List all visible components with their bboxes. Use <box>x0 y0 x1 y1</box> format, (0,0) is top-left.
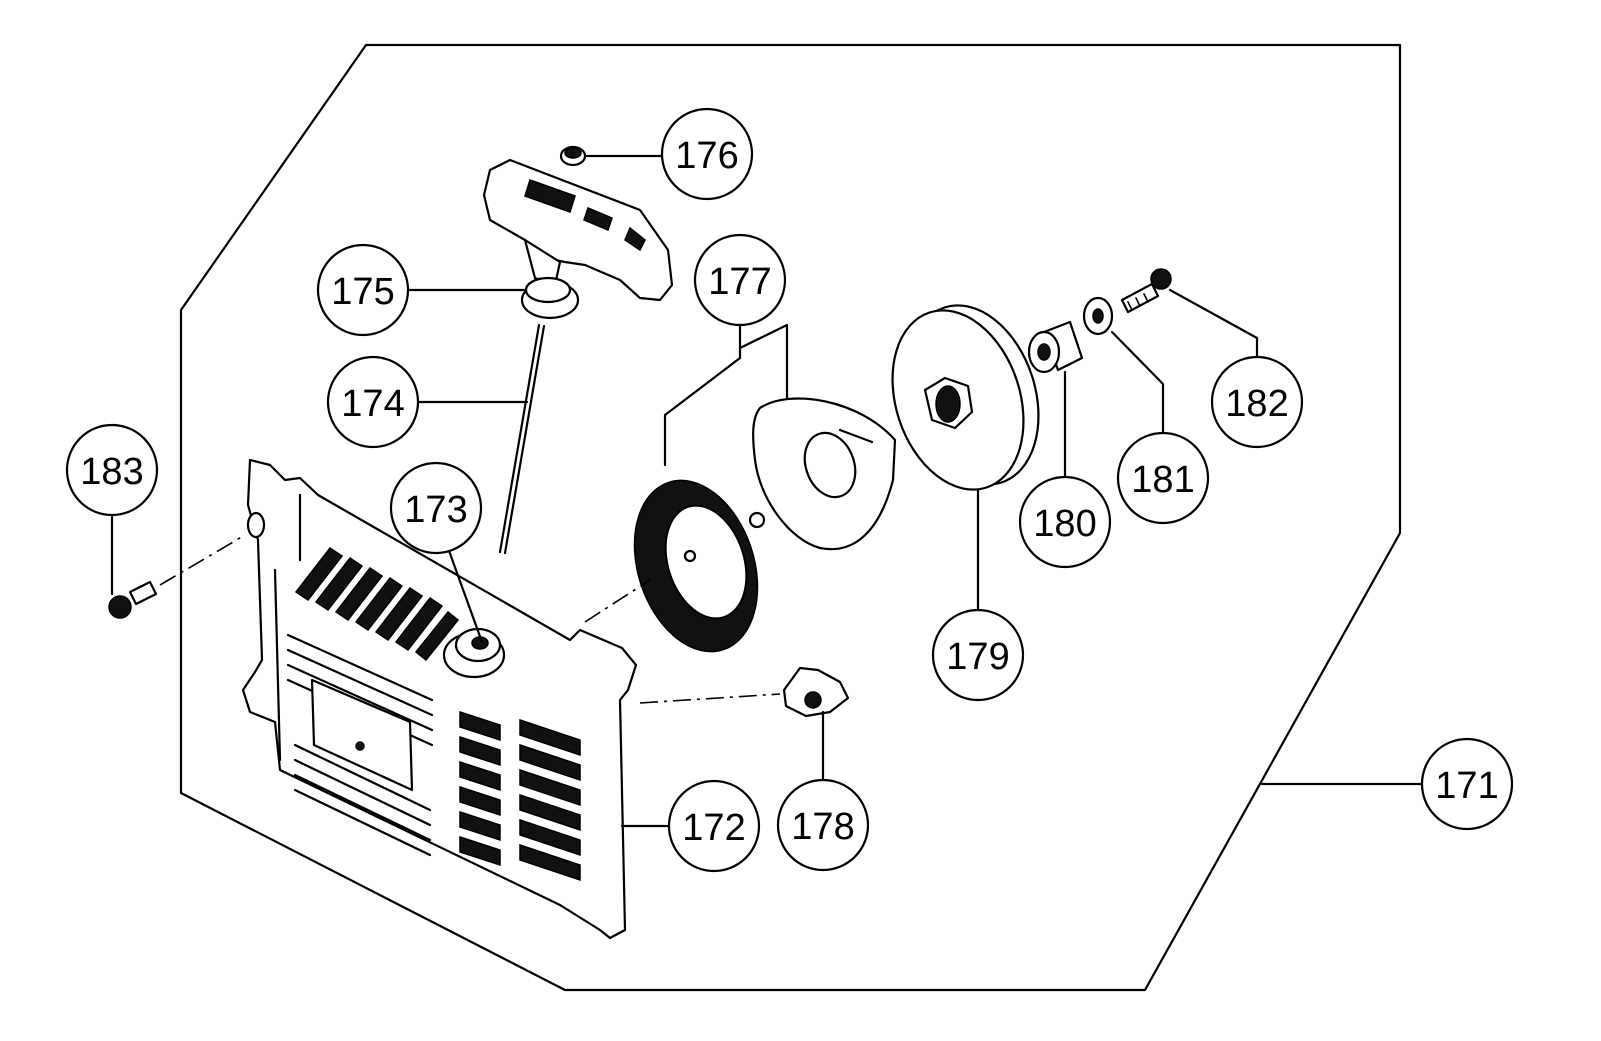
starter-cover-172 <box>241 458 638 940</box>
starter-rope-174 <box>498 323 546 555</box>
svg-text:173: 173 <box>404 489 467 531</box>
svg-text:172: 172 <box>682 807 745 849</box>
callout-182: 182 <box>1210 355 1304 449</box>
svg-text:179: 179 <box>946 636 1009 678</box>
callout-179: 179 <box>931 608 1025 702</box>
pawl-178 <box>639 666 850 718</box>
rope-guide-173 <box>442 627 506 679</box>
svg-text:171: 171 <box>1435 765 1498 807</box>
callout-171: 171 <box>1420 737 1514 831</box>
collar-180 <box>1027 320 1084 374</box>
callout-174: 174 <box>326 355 420 449</box>
callout-175: 175 <box>316 243 410 337</box>
assembly-outline <box>179 43 1402 992</box>
callout-176: 176 <box>660 107 754 201</box>
washer-181 <box>1082 296 1114 336</box>
screw-183 <box>108 534 246 619</box>
rope-pulley-179 <box>891 304 1040 491</box>
svg-text:181: 181 <box>1131 459 1194 501</box>
svg-text:183: 183 <box>80 451 143 493</box>
leader-lines <box>110 154 1424 828</box>
callout-180: 180 <box>1018 475 1112 569</box>
svg-text:180: 180 <box>1033 503 1096 545</box>
callout-172: 172 <box>667 779 761 873</box>
right-vents <box>459 710 581 882</box>
callout-181: 181 <box>1116 431 1210 525</box>
svg-text:177: 177 <box>708 261 771 303</box>
svg-text:178: 178 <box>791 806 854 848</box>
callout-178: 178 <box>776 778 870 872</box>
plug-176 <box>559 145 587 167</box>
svg-text:182: 182 <box>1225 383 1288 425</box>
svg-text:176: 176 <box>675 135 738 177</box>
starter-handle-175 <box>482 158 674 320</box>
spring-case-177 <box>633 479 766 653</box>
spring-cover-177 <box>752 397 897 551</box>
screw-182 <box>1120 268 1172 314</box>
callout-173: 173 <box>389 461 483 555</box>
svg-text:175: 175 <box>331 271 394 313</box>
svg-text:174: 174 <box>341 383 404 425</box>
callout-183: 183 <box>65 423 159 517</box>
callout-177: 177 <box>693 233 787 327</box>
top-vents <box>294 546 460 662</box>
